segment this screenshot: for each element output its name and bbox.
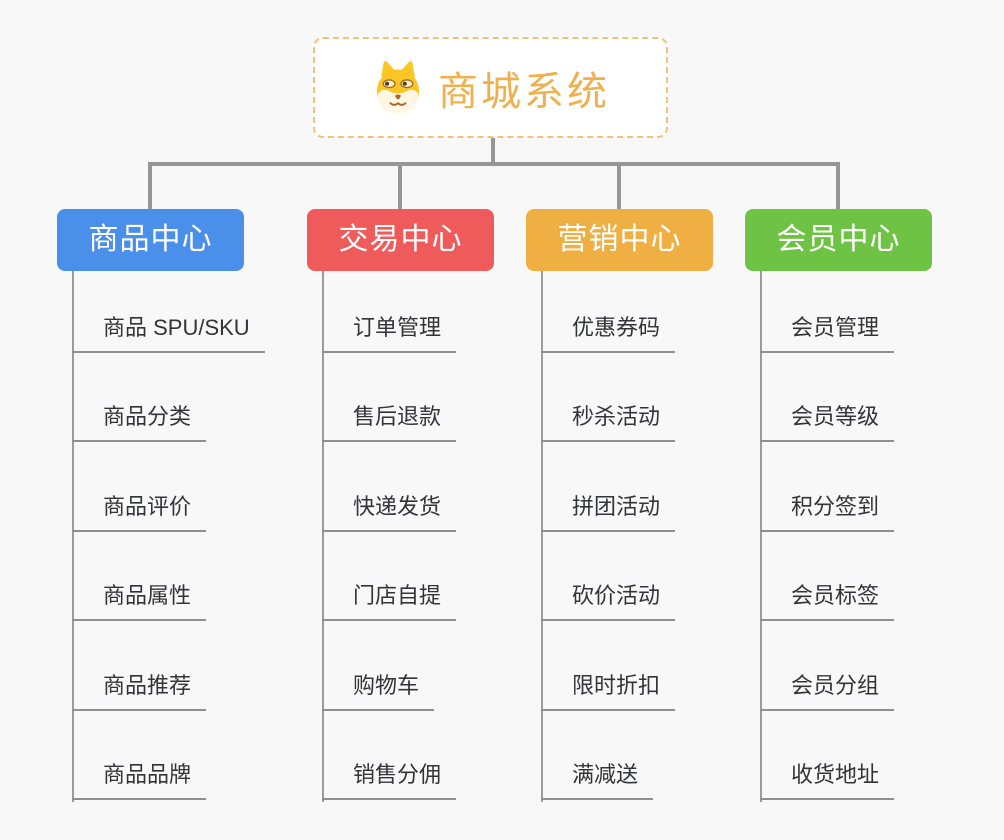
- leaf-item[interactable]: 收货地址: [760, 760, 895, 800]
- leaf-item[interactable]: 商品分类: [72, 402, 207, 442]
- connector-line: [148, 162, 840, 166]
- leaf-item[interactable]: 会员等级: [760, 402, 895, 442]
- leaf-item[interactable]: 商品评价: [72, 492, 207, 532]
- branch-header-2[interactable]: 交易中心: [307, 209, 494, 271]
- connector-line: [148, 162, 152, 210]
- leaf-item[interactable]: 售后退款: [322, 402, 457, 442]
- branch-header-3[interactable]: 营销中心: [526, 209, 713, 271]
- leaf-item[interactable]: 限时折扣: [541, 671, 676, 711]
- connector-line: [836, 162, 840, 210]
- connector-line: [491, 136, 495, 163]
- connector-line: [398, 162, 402, 210]
- branch-column-2: 订单管理售后退款快递发货门店自提购物车销售分佣: [322, 271, 572, 802]
- branch-column-3: 优惠券码秒杀活动拼团活动砍价活动限时折扣满减送: [541, 271, 791, 802]
- leaf-item[interactable]: 购物车: [322, 671, 435, 711]
- branch-header-4[interactable]: 会员中心: [745, 209, 932, 271]
- leaf-item[interactable]: 秒杀活动: [541, 402, 676, 442]
- leaf-item[interactable]: 订单管理: [322, 313, 457, 353]
- leaf-item[interactable]: 商品品牌: [72, 760, 207, 800]
- leaf-item[interactable]: 优惠券码: [541, 313, 676, 353]
- branch-column-1: 商品 SPU/SKU 商品分类商品评价商品属性商品推荐商品品牌: [72, 271, 322, 802]
- leaf-item[interactable]: 会员管理: [760, 313, 895, 353]
- branch-column-4: 会员管理会员等级积分签到会员标签会员分组收货地址: [760, 271, 1004, 802]
- leaf-item[interactable]: 门店自提: [322, 581, 457, 621]
- leaf-item[interactable]: 会员标签: [760, 581, 895, 621]
- leaf-item[interactable]: 满减送: [541, 760, 654, 800]
- root-title: 商城系统: [438, 69, 610, 114]
- branch-header-1[interactable]: 商品中心: [57, 209, 244, 271]
- leaf-item[interactable]: 砍价活动: [541, 581, 676, 621]
- connector-line: [617, 162, 621, 210]
- leaf-item[interactable]: 商品 SPU/SKU: [72, 313, 265, 353]
- leaf-item[interactable]: 会员分组: [760, 671, 895, 711]
- shiba-dog-icon: [371, 60, 425, 116]
- leaf-item[interactable]: 销售分佣: [322, 760, 457, 800]
- leaf-item[interactable]: 快递发货: [322, 492, 457, 532]
- leaf-item[interactable]: 商品属性: [72, 581, 207, 621]
- leaf-item[interactable]: 商品推荐: [72, 671, 207, 711]
- leaf-item[interactable]: 积分签到: [760, 492, 895, 532]
- root-node[interactable]: 商城系统: [313, 37, 668, 138]
- leaf-item[interactable]: 拼团活动: [541, 492, 676, 532]
